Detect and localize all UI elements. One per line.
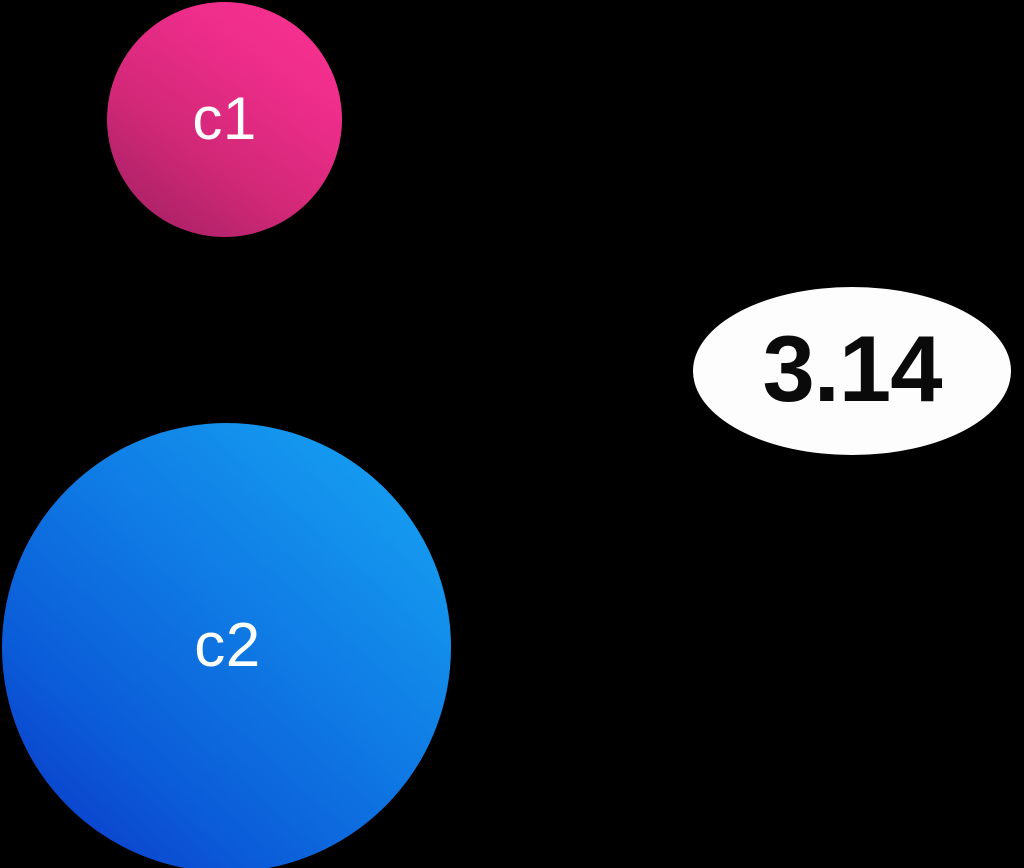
circle-c1[interactable]: c1 (107, 2, 342, 237)
circle-c1-label: c1 (192, 84, 257, 152)
ellipse-pi-label: 3.14 (762, 316, 943, 421)
circle-c2[interactable]: c2 (2, 423, 451, 868)
circle-c2-label: c2 (194, 610, 261, 680)
ellipse-pi[interactable]: 3.14 (693, 287, 1011, 455)
